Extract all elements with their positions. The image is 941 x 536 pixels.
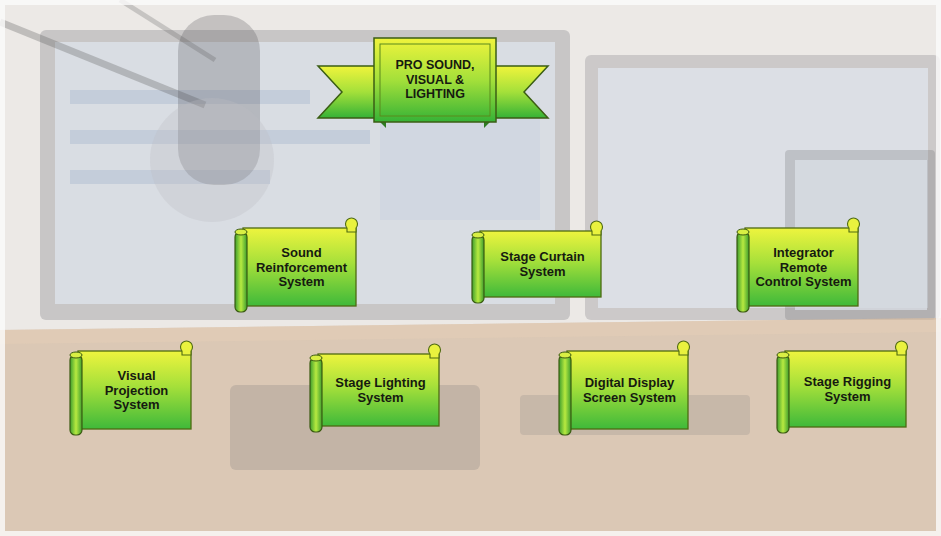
scroll-box: Integrator Remote Control System: [735, 222, 861, 312]
box-label: Stage Rigging System: [795, 375, 900, 404]
box-label: Integrator Remote Control System: [755, 246, 852, 290]
scroll-body: [785, 351, 906, 427]
desk: [0, 318, 941, 536]
text-block: Integrator Remote Control System: [755, 246, 852, 290]
scroll-box: Stage Lighting System: [308, 348, 442, 432]
text-block: Stage Curtain System: [490, 250, 595, 279]
scroll-box: Sound Reinforcement System: [233, 222, 359, 312]
scroll-curl: [848, 218, 860, 232]
scroll-curl: [896, 341, 908, 355]
scroll-roll: [235, 232, 247, 312]
scroll-roll: [310, 358, 322, 432]
scroll-roll-end: [70, 352, 82, 358]
box-label: Stage Curtain System: [490, 250, 595, 279]
scroll-roll-end: [235, 229, 247, 235]
scroll-curl: [429, 344, 441, 358]
scroll-body: [243, 228, 356, 306]
scroll-box: Stage Rigging System: [775, 345, 909, 433]
text-block: Stage Lighting System: [328, 376, 433, 405]
banner-title: PRO SOUND, VISUAL & LIGHTING: [382, 58, 488, 101]
scroll-box: Digital Display Screen System: [557, 345, 691, 435]
ribbon-panel: [374, 38, 496, 122]
scroll-body: [78, 351, 191, 429]
text-block: Visual Projection System: [88, 369, 185, 413]
scroll-body: [318, 354, 439, 426]
scroll-curl: [678, 341, 690, 355]
scroll-roll-end: [472, 232, 484, 238]
scroll-roll: [777, 355, 789, 433]
scroll-body: [745, 228, 858, 306]
box-label: Stage Lighting System: [328, 376, 433, 405]
scroll-curl: [346, 218, 358, 232]
scroll-body: [567, 351, 688, 429]
scroll-roll: [472, 235, 484, 303]
scroll-roll: [737, 232, 749, 312]
scroll-roll-end: [310, 355, 322, 361]
scroll-roll-end: [737, 229, 749, 235]
scroll-box: Visual Projection System: [68, 345, 194, 435]
desk-edge: [0, 318, 941, 344]
text-block: Sound Reinforcement System: [253, 246, 350, 290]
box-label: Visual Projection System: [88, 369, 185, 413]
box-label: Digital Display Screen System: [577, 376, 682, 405]
box-label: Sound Reinforcement System: [253, 246, 350, 290]
text-block: Digital Display Screen System: [577, 376, 682, 405]
ribbon-inner: [380, 44, 490, 116]
monitor-frame: [585, 55, 940, 320]
scroll-roll-end: [777, 352, 789, 358]
text-block: Stage Rigging System: [795, 375, 900, 404]
pop-filter: [150, 98, 274, 222]
scroll-curl: [591, 221, 603, 235]
scroll-box: Stage Curtain System: [470, 225, 604, 303]
scroll-roll: [70, 355, 82, 435]
scroll-roll: [559, 355, 571, 435]
scroll-roll-end: [559, 352, 571, 358]
title-ribbon: [318, 38, 548, 128]
scroll-curl: [181, 341, 193, 355]
scroll-body: [480, 231, 601, 297]
